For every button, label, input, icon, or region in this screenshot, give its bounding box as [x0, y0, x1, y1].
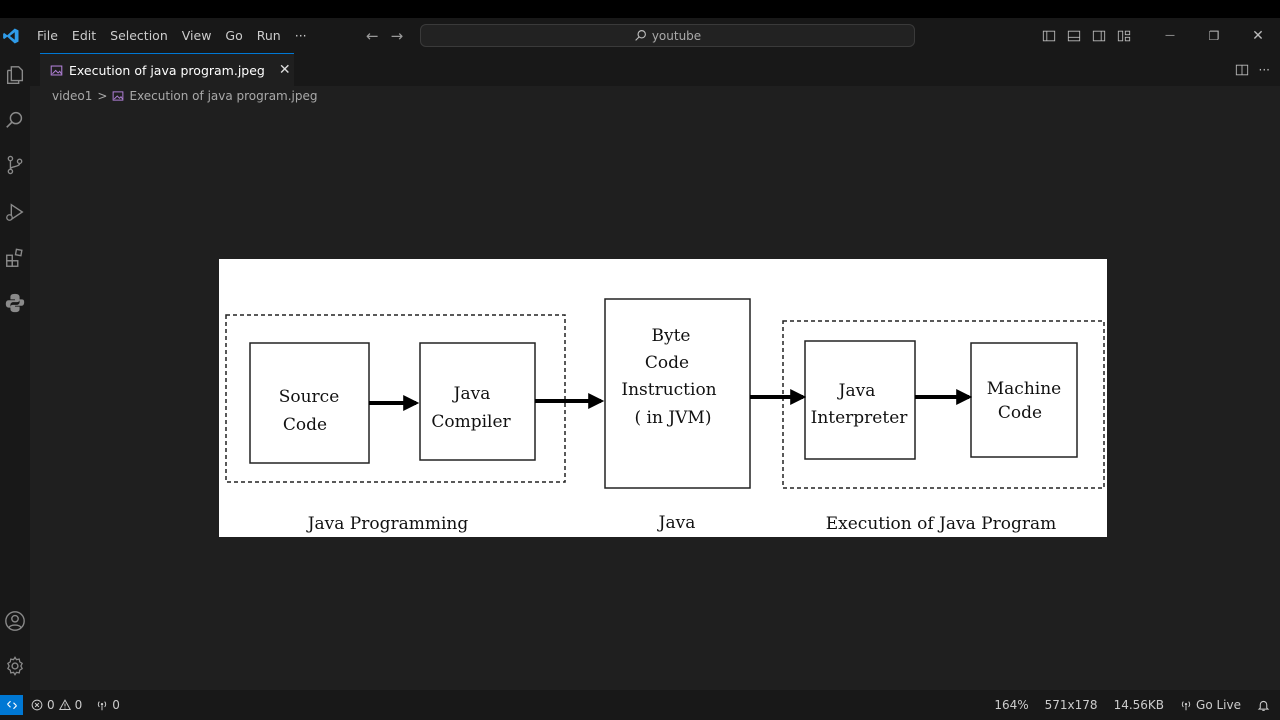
java-compiler-line2: Compiler [431, 412, 511, 432]
forward-arrow-icon[interactable]: → [390, 26, 404, 45]
restore-button[interactable]: ❐ [1208, 28, 1220, 43]
java-interpreter-line1: Java [837, 381, 876, 401]
image-dimensions: 571x178 [1044, 698, 1098, 712]
byte-code-line3: Instruction [621, 380, 716, 400]
broadcast-icon [1181, 701, 1191, 711]
settings-gear-icon[interactable] [3, 654, 27, 678]
java-interpreter-box [804, 340, 916, 460]
activity-bar [0, 53, 30, 690]
menu-selection[interactable]: Selection [110, 28, 168, 43]
letterbox-top [0, 0, 1280, 18]
menu-go[interactable]: Go [225, 28, 243, 43]
search-sidebar-icon[interactable] [3, 108, 27, 132]
caption-java-programming: Java Programming [306, 514, 469, 534]
java-compiler-line1: Java [452, 384, 491, 404]
source-code-line2: Code [283, 415, 327, 435]
breadcrumb-file[interactable]: Execution of java program.jpeg [129, 89, 318, 103]
warning-icon [58, 699, 71, 710]
breadcrumb: video1 > Execution of java program.jpeg [52, 89, 318, 103]
ports-count: 0 [112, 698, 120, 712]
caption-execution: Execution of Java Program [826, 514, 1056, 534]
broadcast-icon [98, 701, 107, 711]
machine-code-line2: Code [998, 403, 1042, 423]
status-right: 164% 571x178 14.56KB Go Live [994, 690, 1270, 720]
java-interpreter-line2: Interpreter [811, 408, 909, 428]
navigation-arrows: ← → [366, 18, 403, 53]
breadcrumb-separator: > [97, 89, 108, 103]
image-filesize: 14.56KB [1113, 698, 1165, 712]
java-compiler-box [419, 342, 536, 461]
title-bar: File Edit Selection View Go Run ··· ← → … [0, 18, 1280, 53]
remote-indicator[interactable] [0, 695, 23, 715]
byte-code-line2: Code [645, 353, 689, 373]
source-control-icon[interactable] [3, 153, 27, 177]
notifications-bell-icon[interactable] [1257, 699, 1270, 712]
execution-group [782, 320, 1105, 489]
vscode-logo-icon [3, 28, 19, 43]
error-count: 0 [47, 698, 55, 712]
go-live-label: Go Live [1196, 698, 1241, 712]
zoom-level[interactable]: 164% [994, 698, 1029, 712]
remote-icon [6, 700, 17, 710]
menu-run[interactable]: Run [256, 28, 281, 43]
problems-indicator[interactable]: 0 0 [31, 698, 82, 712]
go-live-button[interactable]: Go Live [1180, 698, 1241, 712]
search-icon [635, 30, 646, 41]
accounts-icon[interactable] [3, 609, 27, 633]
image-file-icon [113, 91, 124, 101]
warning-count: 0 [74, 698, 83, 712]
toggle-panel-icon[interactable] [1061, 18, 1086, 53]
more-actions-icon[interactable]: ··· [1258, 62, 1270, 77]
tab-label: Execution of java program.jpeg [69, 62, 265, 78]
byte-code-line4: ( in JVM) [635, 408, 712, 428]
toggle-secondary-sidebar-icon[interactable] [1086, 18, 1111, 53]
run-debug-icon[interactable] [3, 200, 27, 224]
search-text: youtube [651, 28, 702, 43]
minimize-button[interactable]: — [1165, 30, 1175, 41]
editor-actions: ··· [1235, 53, 1270, 86]
byte-code-box [604, 298, 751, 489]
close-window-button[interactable]: ✕ [1252, 27, 1264, 44]
tab-execution-of-java-program[interactable]: Execution of java program.jpeg ✕ [40, 53, 294, 86]
window-controls: — ❐ ✕ [1036, 18, 1280, 53]
menu-more[interactable]: ··· [294, 28, 307, 43]
status-bar: 0 0 0 164% 571x178 14.56KB Go Live [0, 690, 1280, 720]
tab-bar: Execution of java program.jpeg ✕ ··· [30, 53, 1280, 86]
toggle-primary-sidebar-icon[interactable] [1036, 18, 1061, 53]
image-preview: Source Code Java Compiler Byte Code Inst… [219, 259, 1107, 537]
customize-layout-icon[interactable] [1111, 18, 1136, 53]
byte-code-line1: Byte [652, 326, 691, 346]
image-file-icon [50, 65, 63, 75]
source-code-box [249, 342, 370, 464]
error-icon [31, 699, 43, 711]
machine-code-line1: Machine [987, 379, 1061, 399]
breadcrumb-folder[interactable]: video1 [52, 89, 93, 103]
menu-edit[interactable]: Edit [71, 28, 97, 43]
java-programming-group [225, 314, 566, 483]
java-execution-diagram: Source Code Java Compiler Byte Code Inst… [225, 298, 1105, 534]
tab-close-icon[interactable]: ✕ [278, 62, 291, 78]
split-editor-icon[interactable] [1235, 63, 1249, 77]
source-code-line1: Source [279, 387, 340, 407]
ports-indicator[interactable]: 0 [96, 698, 120, 712]
python-icon[interactable] [3, 291, 27, 315]
machine-code-box [970, 342, 1078, 458]
extensions-icon[interactable] [3, 246, 27, 270]
back-arrow-icon[interactable]: ← [366, 26, 379, 45]
menu-view[interactable]: View [181, 28, 212, 43]
image-editor: video1 > Execution of java program.jpeg … [30, 86, 1280, 690]
caption-java: Java [657, 513, 696, 533]
menu-file[interactable]: File [37, 28, 58, 43]
explorer-icon[interactable] [3, 63, 27, 87]
command-center-search[interactable]: youtube [420, 24, 915, 47]
